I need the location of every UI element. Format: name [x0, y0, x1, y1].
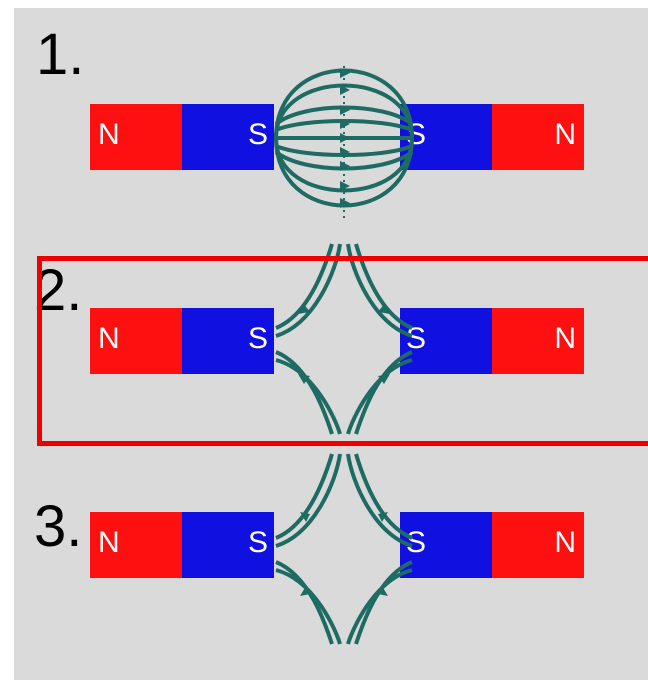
left-magnet: N S: [90, 308, 274, 374]
south-pole: S: [400, 308, 492, 374]
pole-label: S: [406, 526, 427, 559]
pole-label: N: [554, 118, 576, 151]
field-lines-2: [275, 243, 413, 435]
south-pole: S: [182, 104, 274, 170]
pole-label: N: [98, 526, 120, 559]
left-magnet: N S: [90, 104, 274, 170]
right-magnet: S N: [400, 308, 584, 374]
field-lines-1: [274, 66, 414, 218]
panel-number: 2.: [34, 258, 83, 323]
pole-label: N: [98, 322, 120, 355]
left-magnet: N S: [90, 512, 274, 578]
south-pole: S: [182, 512, 274, 578]
pole-label: S: [247, 526, 268, 559]
south-pole: S: [182, 308, 274, 374]
north-pole: N: [90, 104, 182, 170]
pole-label: S: [406, 322, 427, 355]
pole-label: N: [554, 322, 576, 355]
south-pole: S: [400, 512, 492, 578]
north-pole: N: [90, 512, 182, 578]
north-pole: N: [492, 512, 584, 578]
pole-label: N: [554, 526, 576, 559]
pole-label: S: [247, 118, 268, 151]
field-lines-3: [275, 453, 413, 645]
panel-number: 1.: [36, 22, 85, 87]
pole-label: S: [247, 322, 268, 355]
north-pole: N: [492, 104, 584, 170]
right-magnet: S N: [400, 104, 584, 170]
north-pole: N: [90, 308, 182, 374]
highlight-box: [37, 256, 648, 446]
diagram-canvas: 1. N S S N: [14, 8, 648, 680]
north-pole: N: [492, 308, 584, 374]
right-magnet: S N: [400, 512, 584, 578]
panel-number: 3.: [34, 494, 83, 559]
pole-label: N: [98, 118, 120, 151]
